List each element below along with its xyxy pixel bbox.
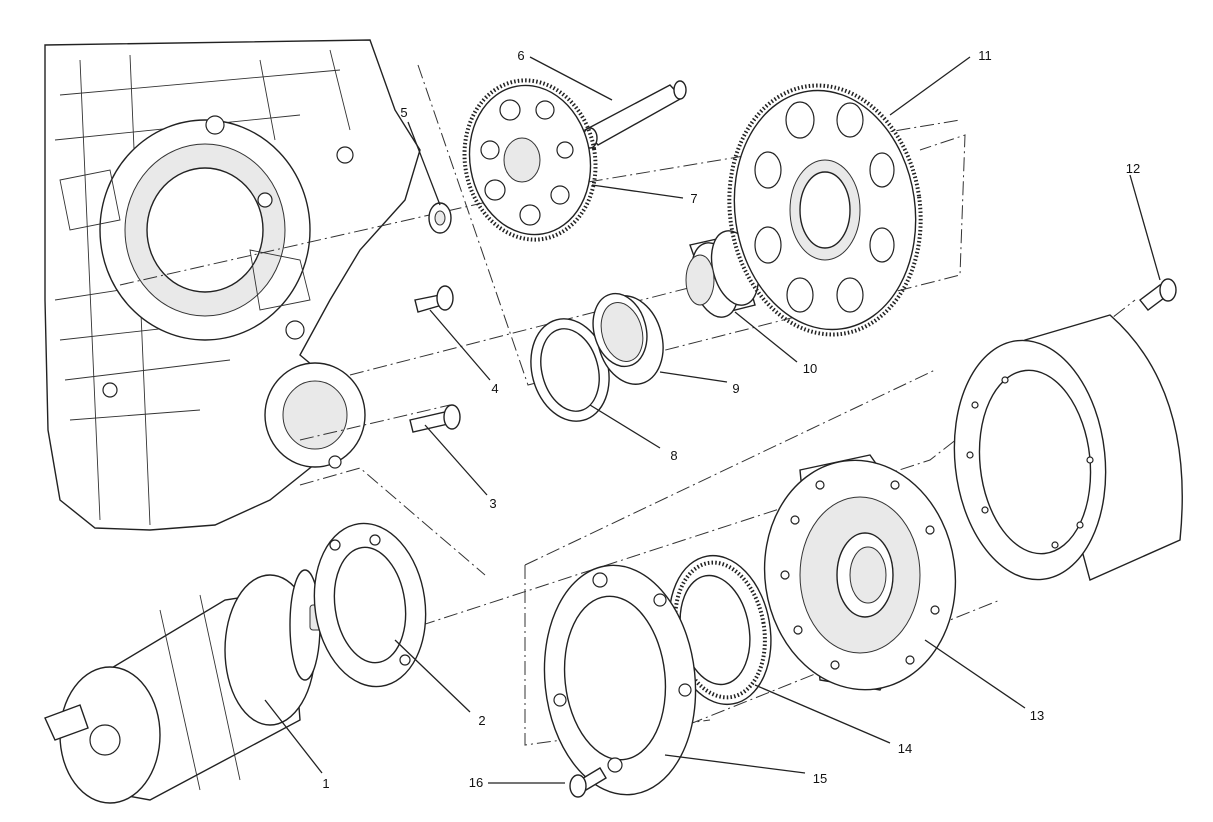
assembly-frames (299, 64, 966, 746)
plate-screw (569, 767, 607, 798)
flywheel-cover (953, 314, 1183, 581)
needle-bushing (592, 292, 664, 385)
callout-13: 13 (1030, 708, 1044, 723)
starter-gasket (313, 522, 427, 688)
callout-12: 12 (1126, 161, 1140, 176)
engine-crankcase (44, 39, 421, 531)
idler-gear (462, 78, 598, 242)
screw-lower (409, 404, 461, 433)
starter-motor (44, 569, 326, 804)
gear-shaft (582, 80, 687, 149)
callout-5: 5 (400, 105, 407, 120)
callout-10: 10 (803, 361, 817, 376)
screw-upper (414, 285, 454, 313)
callout-4: 4 (491, 381, 498, 396)
callout-3: 3 (489, 496, 496, 511)
washer (428, 202, 452, 234)
callout-9: 9 (732, 381, 739, 396)
callout-1: 1 (322, 776, 329, 791)
callout-14: 14 (898, 741, 912, 756)
callout-6: 6 (517, 48, 524, 63)
leader-lines (264, 56, 1161, 784)
spacer-bushing (685, 230, 760, 318)
flywheel-hub (763, 454, 957, 691)
callout-7: 7 (690, 191, 697, 206)
callout-11: 11 (978, 48, 992, 63)
flywheel-bolt (1139, 278, 1177, 311)
cover-plate (543, 564, 697, 796)
callout-16: 16 (469, 775, 483, 790)
callout-labels: 1 2 3 4 5 6 7 8 9 10 11 12 13 14 15 16 (322, 48, 1140, 791)
callout-15: 15 (813, 771, 827, 786)
callout-8: 8 (670, 448, 677, 463)
thrust-washer (530, 318, 610, 422)
callout-2: 2 (478, 713, 485, 728)
